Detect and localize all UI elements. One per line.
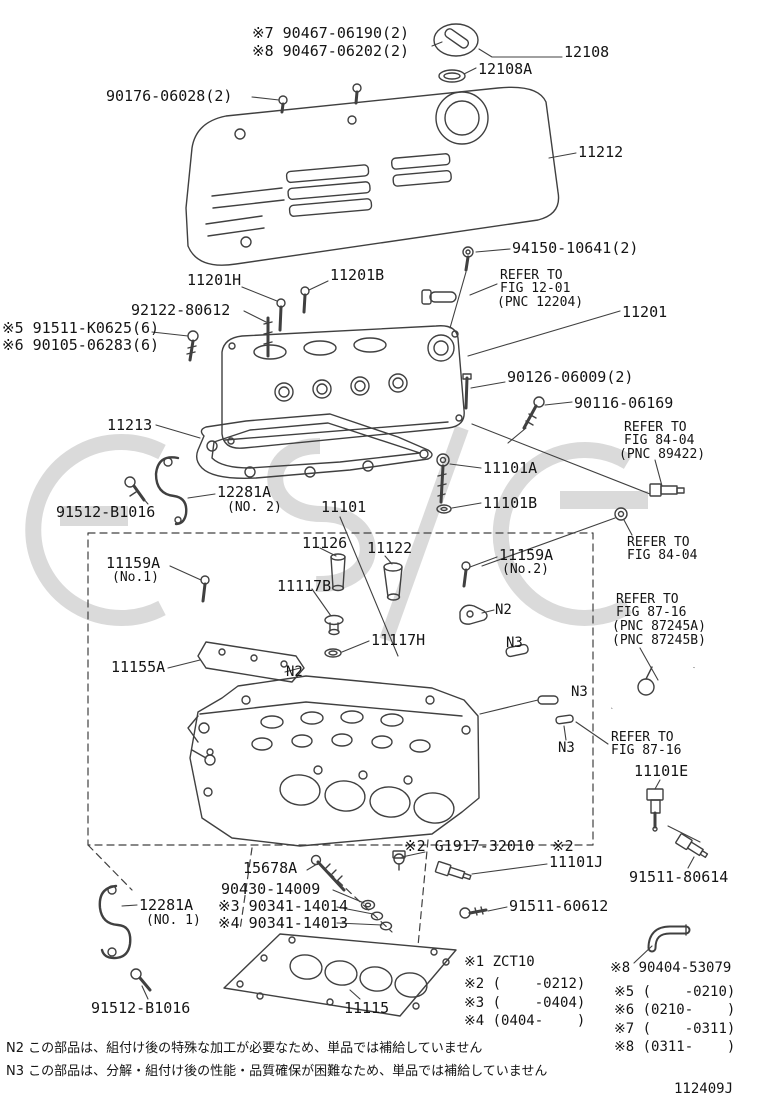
part-label-36-fig-84-04: FIG 84-04 bbox=[627, 548, 698, 563]
part-label-39-fig-87-16: FIG 87-16 bbox=[616, 605, 687, 620]
watermark bbox=[25, 425, 648, 643]
part-label-69-5-0210: ※5 ( -0210) bbox=[614, 984, 736, 1000]
part-label-0-7-90467-06190-2: ※7 90467-06190(2) bbox=[252, 24, 410, 42]
part-label-1-8-90467-06202-2: ※8 90467-06202(2) bbox=[252, 42, 410, 60]
part-label-29-11122: 11122 bbox=[367, 539, 413, 557]
part-label-47-refer-to: REFER TO bbox=[611, 730, 674, 745]
part-label-65-2-0212: ※2 ( -0212) bbox=[464, 976, 586, 992]
part-label-5-11212: 11212 bbox=[578, 143, 624, 161]
part-label-51-2-g1917-32010: ※2 G1917-32010 bbox=[404, 837, 534, 855]
part-label-41-pnc-87245b: (PNC 87245B) bbox=[612, 633, 706, 648]
part-label-17-90116-06169: 90116-06169 bbox=[574, 394, 674, 412]
oil-cap-drawing bbox=[278, 23, 479, 272]
part-label-10-5-91511-k0625-6: ※5 91511-K0625(6) bbox=[2, 319, 160, 337]
part-label-2-12108: 12108 bbox=[564, 43, 610, 61]
part-label-32-11159a: 11159A bbox=[106, 554, 161, 572]
part-label-66-3-0404: ※3 ( -0404) bbox=[464, 995, 586, 1011]
part-label-55-90430-14009: 90430-14009 bbox=[221, 880, 321, 898]
part-label-11-6-90105-06283-6: ※6 90105-06283(6) bbox=[2, 336, 160, 354]
cover-gasket-drawing bbox=[195, 413, 433, 479]
part-label-72-8-0311: ※8 (0311- ) bbox=[614, 1039, 736, 1055]
part-label-14-pnc-12204: (PNC 12204) bbox=[497, 295, 584, 310]
part-label-75-112409j: 112409J bbox=[674, 1081, 734, 1097]
part-label-20-fig-84-04: FIG 84-04 bbox=[624, 433, 695, 448]
part-label-68-8-90404-53079: ※8 90404-53079 bbox=[610, 960, 732, 976]
part-label-60-91511-80614: 91511-80614 bbox=[629, 868, 729, 886]
part-label-52-2: ※2 bbox=[552, 837, 574, 855]
part-label-27-11101: 11101 bbox=[321, 498, 367, 516]
part-label-8-11201b: 11201B bbox=[330, 266, 385, 284]
part-label-19-refer-to: REFER TO bbox=[624, 420, 687, 435]
part-label-62-91512-b1016: 91512-B1016 bbox=[91, 999, 191, 1017]
part-label-57-4-90341-14013: ※4 90341-14013 bbox=[218, 914, 348, 932]
part-label-56-3-90341-14014: ※3 90341-14014 bbox=[218, 897, 348, 915]
hook-bracket-no1-drawing bbox=[98, 884, 152, 992]
part-label-34-11117b: 11117B bbox=[277, 577, 332, 595]
part-label-46-n3: N3 bbox=[571, 684, 588, 700]
part-label-28-11126: 11126 bbox=[302, 534, 348, 552]
part-label-35-refer-to: REFER TO bbox=[627, 535, 690, 550]
part-label-58-12281a: 12281A bbox=[139, 896, 194, 914]
part-label-49-n3: N3 bbox=[558, 740, 575, 756]
part-label-15-11201: 11201 bbox=[622, 303, 668, 321]
part-label-37-n2: N2 bbox=[495, 602, 512, 618]
part-label-21-pnc-89422: (PNC 89422) bbox=[619, 447, 706, 462]
cylinder-head-drawing bbox=[187, 675, 480, 847]
part-label-53-11101j: 11101J bbox=[549, 853, 604, 871]
bottom-parts-drawing bbox=[310, 833, 709, 953]
head-small-parts-drawing bbox=[197, 453, 574, 725]
valve-cover-drawing bbox=[186, 286, 545, 449]
part-label-43-n3: N3 bbox=[506, 635, 523, 651]
part-label-22-11101a: 11101A bbox=[483, 459, 538, 477]
part-label-73-n2: N2 この部品は、組付け後の特殊な加工が必要なため、単品では補給していません bbox=[6, 1041, 483, 1056]
part-label-38-refer-to: REFER TO bbox=[616, 592, 679, 607]
part-label-54-15678a: 15678A bbox=[243, 859, 298, 877]
head-gasket-drawing bbox=[223, 933, 457, 1017]
part-label-74-n3: N3 この部品は、分解・組付け後の性能・品質確保が困難なため、単品では補給してい… bbox=[6, 1064, 548, 1079]
part-label-4-90176-06028-2: 90176-06028(2) bbox=[106, 87, 233, 105]
part-label-3-12108a: 12108A bbox=[478, 60, 533, 78]
part-label-13-fig-12-01: FIG 12-01 bbox=[500, 281, 571, 296]
part-label-70-6-0210: ※6 (0210- ) bbox=[614, 1002, 736, 1018]
part-label-48-fig-87-16: FIG 87-16 bbox=[611, 743, 682, 758]
part-label-67-4-0404: ※4 (0404- ) bbox=[464, 1013, 586, 1029]
part-label-18-11213: 11213 bbox=[107, 416, 153, 434]
part-label-12-refer-to: REFER TO bbox=[500, 268, 563, 283]
part-label-16-90126-06009-2: 90126-06009(2) bbox=[507, 368, 634, 386]
part-label-44-11155a: 11155A bbox=[111, 658, 166, 676]
part-label-63-11115: 11115 bbox=[344, 999, 390, 1017]
part-label-7-11201h: 11201H bbox=[187, 271, 242, 289]
part-label-24-no-2: (NO. 2) bbox=[227, 500, 282, 515]
part-label-23-12281a: 12281A bbox=[217, 483, 272, 501]
part-label-40-pnc-87245a: (PNC 87245A) bbox=[612, 619, 706, 634]
part-label-30-11159a: 11159A bbox=[499, 546, 554, 564]
part-label-25-11101b: 11101B bbox=[483, 494, 538, 512]
part-label-45-n2: N2 bbox=[286, 664, 303, 680]
part-label-61-91511-60612: 91511-60612 bbox=[509, 897, 609, 915]
part-label-6-94150-10641-2: 94150-10641(2) bbox=[512, 239, 639, 257]
part-label-64-1-zct10: ※1 ZCT10 bbox=[464, 954, 535, 970]
part-label-33-no-1: (No.1) bbox=[112, 570, 159, 585]
engine-cover-drawing bbox=[185, 86, 560, 266]
part-label-26-91512-b1016: 91512-B1016 bbox=[56, 503, 156, 521]
part-label-50-11101e: 11101E bbox=[634, 762, 689, 780]
part-label-9-92122-80612: 92122-80612 bbox=[131, 301, 231, 319]
right-side-parts-drawing bbox=[609, 483, 698, 832]
part-label-71-7-0311: ※7 ( -0311) bbox=[614, 1021, 736, 1037]
part-label-59-no-1: (NO. 1) bbox=[146, 913, 201, 928]
part-label-31-no-2: (No.2) bbox=[502, 562, 549, 577]
leader-lines bbox=[121, 41, 701, 1000]
part-label-42-11117h: 11117H bbox=[371, 631, 426, 649]
